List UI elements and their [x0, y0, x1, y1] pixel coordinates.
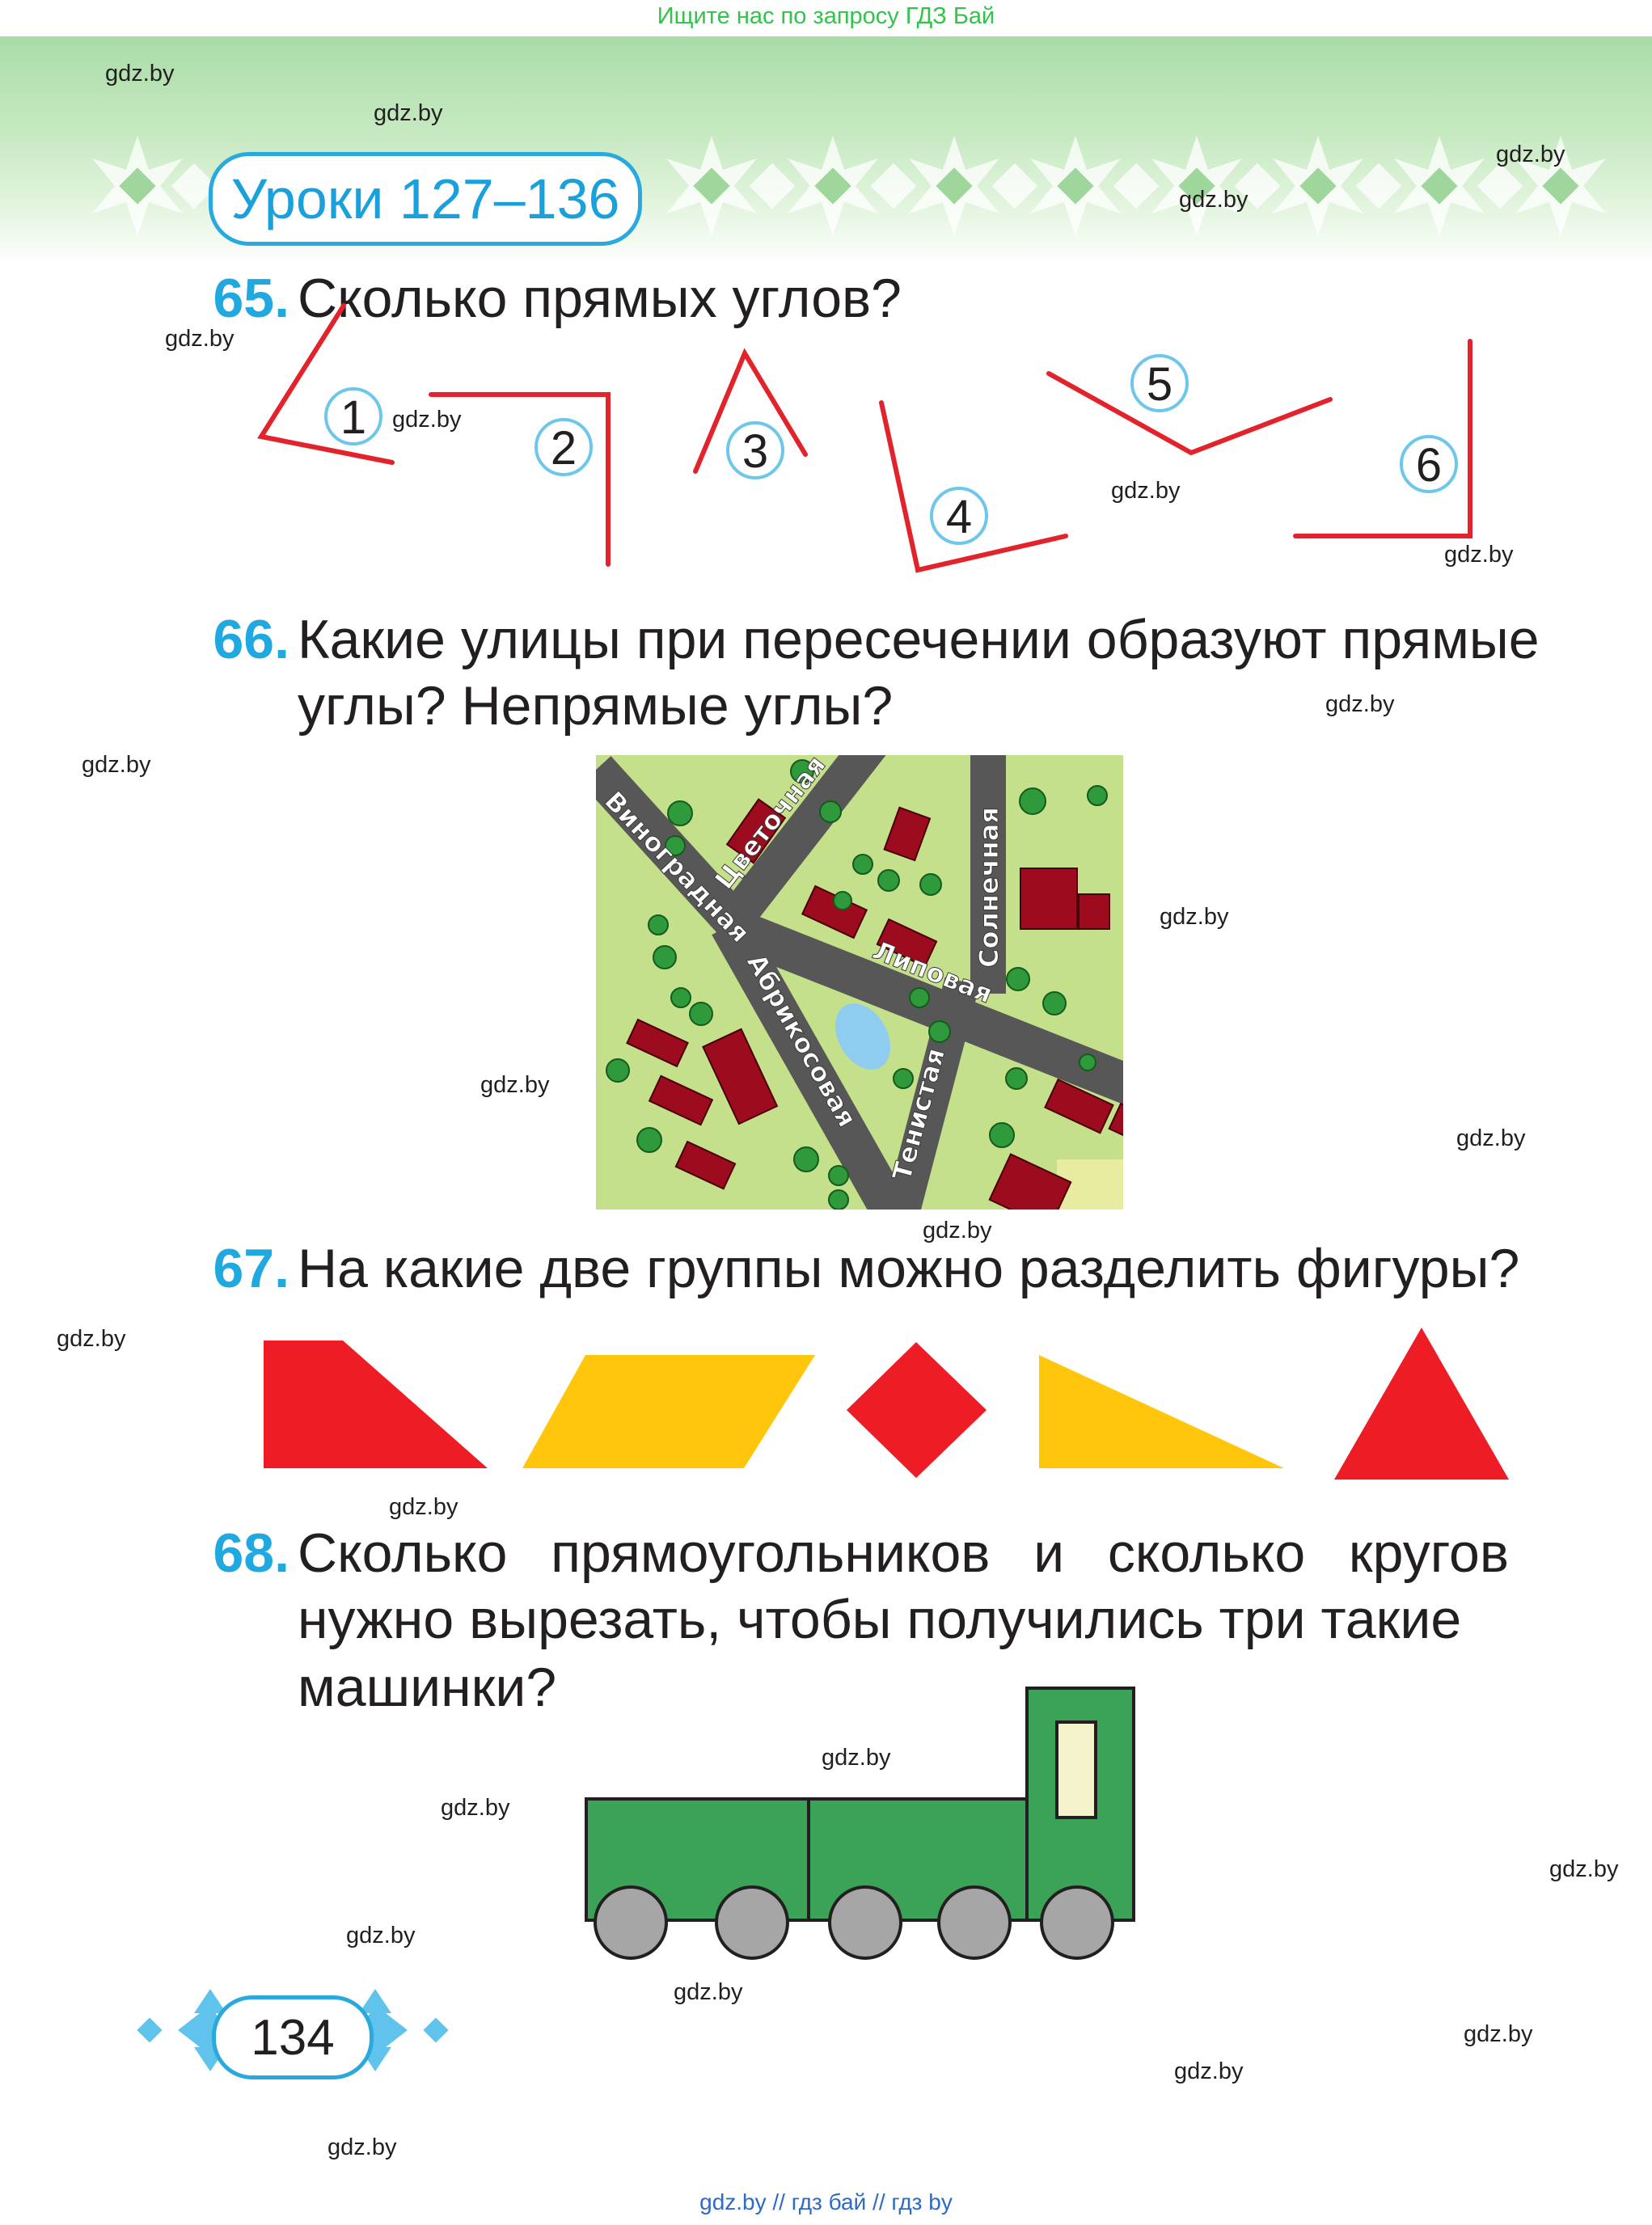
street-solnechnaya: Солнечная [974, 807, 1004, 968]
watermark: gdz.by [923, 1218, 992, 1243]
shapes-figure [264, 1328, 1509, 1480]
watermark: gdz.by [441, 1795, 510, 1821]
watermark: gdz.by [105, 61, 175, 87]
watermark: gdz.by [389, 1494, 458, 1520]
watermark: gdz.by [1496, 141, 1565, 167]
task-66-number: 66. [213, 609, 289, 670]
street-map: Виноградная Цветочная Солнечная Липовая … [596, 755, 1123, 1210]
task-65-number: 65. [213, 268, 289, 329]
angle-1 [257, 303, 395, 465]
watermark: gdz.by [1456, 1125, 1526, 1151]
task-66-text-line-1: Какие улицы при пересечении образуют пря… [298, 609, 1540, 670]
page-number: 134 [212, 1995, 374, 2079]
watermark: gdz.by [1111, 478, 1181, 504]
watermark: gdz.by [1464, 2021, 1533, 2047]
watermark: gdz.by [165, 326, 234, 352]
yellow-parallelogram [522, 1355, 815, 1468]
task-68-text-line-2: нужно вырезать, чтобы получились три так… [298, 1589, 1462, 1650]
angle-2 [429, 392, 611, 567]
task-68-text-line-1: Сколько прямоугольников и сколько кругов [298, 1522, 1509, 1584]
watermark: gdz.by [374, 100, 443, 126]
task-68-number: 68. [213, 1522, 289, 1584]
truck-wheel-2 [715, 1885, 789, 1960]
angle-6 [1293, 339, 1472, 538]
task-67-text: На какие две группы можно разделить фигу… [298, 1238, 1520, 1299]
top-note: Ищите нас по запросу ГДЗ Бай [657, 3, 995, 29]
angle-label-3: 3 [742, 425, 768, 478]
red-trapezoid [264, 1340, 488, 1468]
watermark: gdz.by [480, 1072, 550, 1098]
task-66-text-line-2: углы? Непрямые углы? [298, 675, 894, 737]
watermark: gdz.by [82, 752, 151, 778]
watermark: gdz.by [1179, 187, 1249, 213]
watermark: gdz.by [1444, 542, 1514, 568]
truck-wheel-1 [594, 1885, 668, 1960]
angle-3 [693, 348, 808, 474]
angles-figure: 1 2 3 4 5 6 [257, 303, 1472, 573]
task-65-text: Сколько прямых углов? [298, 268, 902, 329]
red-triangle [1334, 1328, 1509, 1480]
truck-wheel-5 [1040, 1885, 1114, 1960]
angle-label-5: 5 [1147, 358, 1172, 411]
angle-label-2: 2 [551, 422, 577, 475]
angle-5 [1046, 371, 1333, 456]
watermark: gdz.by [392, 407, 462, 433]
watermark: gdz.by [57, 1326, 126, 1352]
watermark: gdz.by [327, 2134, 397, 2160]
watermark: gdz.by [822, 1745, 891, 1771]
angle-label-1: 1 [340, 391, 366, 444]
watermark: gdz.by [1174, 2058, 1244, 2084]
angle-4 [879, 400, 1068, 573]
task-68-text-line-3: машинки? [298, 1657, 557, 1718]
lesson-title: Уроки 127–136 [209, 152, 642, 246]
watermark: gdz.by [674, 1979, 743, 2005]
truck-wheel-3 [828, 1885, 902, 1960]
watermark: gdz.by [346, 1923, 416, 1948]
truck-figure [585, 1687, 1135, 1960]
footer-links: gdz.by // гдз бай // гдз by [699, 2189, 953, 2214]
angle-label-4: 4 [946, 491, 972, 543]
red-rhombus [847, 1342, 987, 1478]
truck-wheel-4 [937, 1885, 1012, 1960]
task-67-number: 67. [213, 1238, 289, 1299]
angle-label-6: 6 [1416, 439, 1442, 492]
yellow-right-triangle [1039, 1355, 1284, 1468]
watermark: gdz.by [1160, 904, 1229, 930]
watermark: gdz.by [1549, 1856, 1619, 1882]
truck-window [1055, 1720, 1097, 1819]
watermark: gdz.by [1325, 691, 1395, 717]
